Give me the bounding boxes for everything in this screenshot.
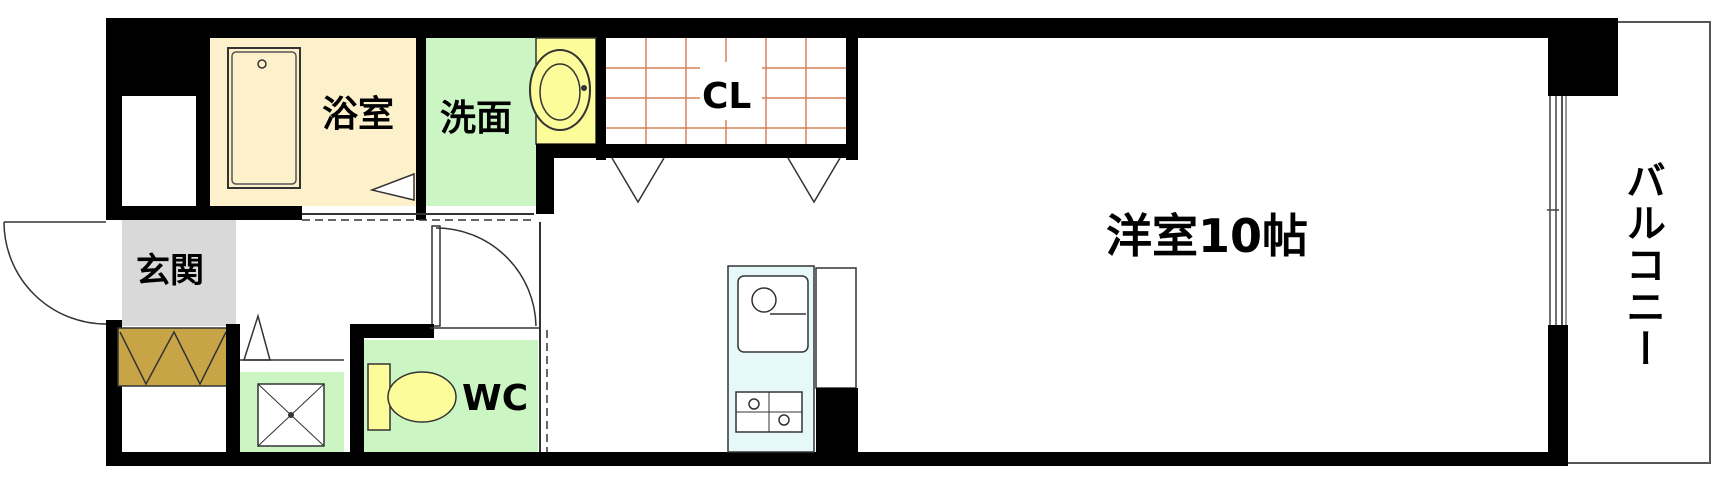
storage-nook — [106, 38, 302, 224]
balcony-label: バルコニー — [1619, 160, 1665, 370]
kitchen — [727, 265, 858, 464]
wc-sliding-door — [539, 222, 548, 452]
bath-label: 浴室 — [322, 94, 394, 135]
closet-label: CL — [702, 76, 751, 117]
sink-icon — [737, 275, 809, 353]
shoe-cabinet — [117, 324, 240, 464]
washer-drain-icon — [257, 383, 325, 447]
washroom: 洗面 — [426, 37, 597, 214]
window — [1547, 96, 1559, 325]
toilet-label: WC — [462, 378, 528, 419]
sliding-door — [302, 213, 534, 221]
toilet-room: WC — [350, 324, 540, 464]
western-room-label: 洋室10帖 — [1106, 209, 1308, 263]
stove-icon — [735, 391, 803, 433]
washroom-label: 洗面 — [440, 98, 512, 139]
closet: CL — [548, 38, 858, 204]
toilet-icon — [367, 363, 457, 431]
washbasin-icon — [529, 49, 591, 131]
entrance-door — [3, 221, 107, 325]
washer-area — [240, 313, 344, 452]
bath-room: 浴室 — [210, 38, 426, 220]
hall-door — [431, 225, 537, 327]
entrance: 玄関 — [122, 220, 236, 326]
entrance-label: 玄関 — [136, 251, 204, 291]
bathtub-icon — [231, 51, 297, 185]
